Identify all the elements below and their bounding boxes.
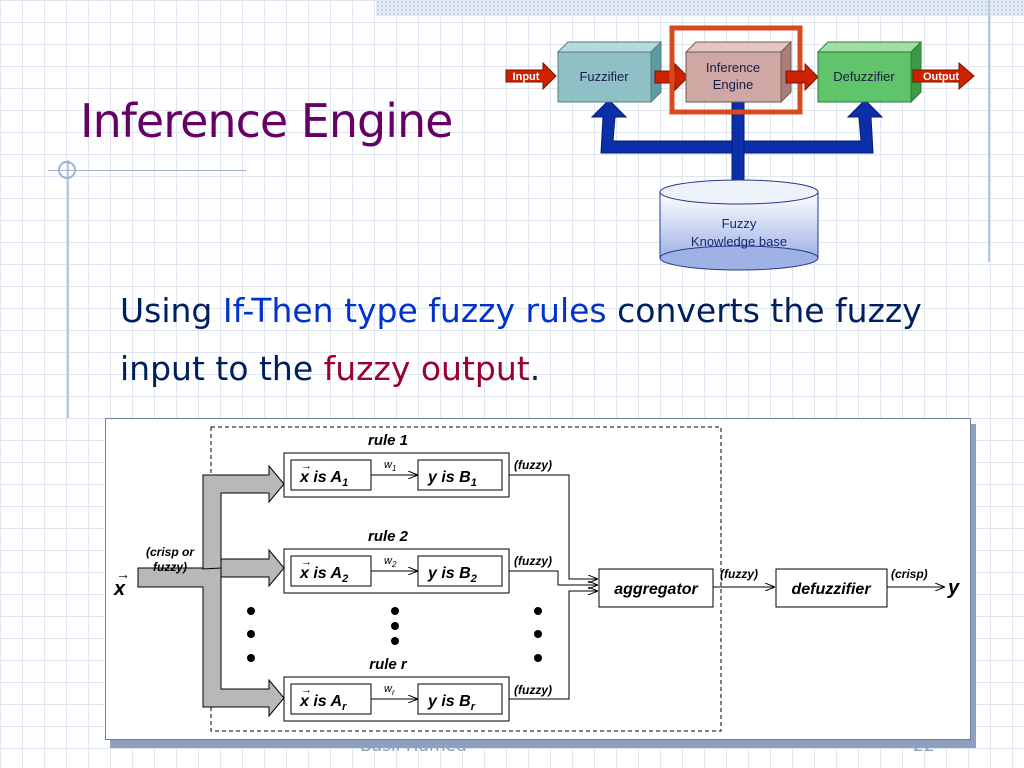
input-x-arrow: → [116, 566, 130, 582]
rule-1-conclusion-box [417, 459, 503, 491]
arrow-inference-to-defuzzifier [785, 62, 819, 92]
input-x-label: x [113, 578, 126, 600]
crisp-or-fuzzy-line2: fuzzy) [153, 560, 187, 574]
rule-1-premise: x is A1 [299, 469, 348, 489]
output-y-label: y [947, 577, 960, 599]
rule-r-conclusion-box [417, 683, 503, 715]
output-arrow: Output [912, 61, 975, 91]
bullet-text-part5: . [529, 349, 541, 388]
rule-r: rule r → x is Ar wr y is Br (fuzzy) [283, 656, 552, 722]
output-label: Output [923, 71, 959, 83]
aggregator-label: aggregator [614, 581, 698, 598]
rule-2-title: rule 2 [368, 528, 409, 545]
rule-defuzzifier-label: defuzzifier [791, 581, 871, 598]
slide-title: Inference Engine [80, 94, 453, 148]
title-circle-ornament [58, 161, 76, 179]
rule-r-title: rule r [369, 656, 408, 673]
rule-2-conclusion-box [417, 555, 503, 587]
rule-1-weight: w1 [384, 459, 396, 473]
bullet-text-part3: converts the fuzzy input to the [120, 291, 922, 388]
crisp-or-fuzzy-line1: (crisp or [146, 545, 195, 559]
rule-1-premise-box [290, 459, 372, 491]
rule-2-premise: x is A2 [299, 565, 348, 585]
inference-label-line1: Inference [706, 60, 760, 75]
knowledge-base-cylinder: Fuzzy Knowledge base [659, 179, 819, 271]
rule-r-weight: wr [384, 683, 395, 697]
rule-r-premise-box [290, 683, 372, 715]
right-decorative-rule [988, 0, 990, 262]
aggregator-out-label: (fuzzy) [720, 567, 758, 581]
aggregator-box [598, 568, 714, 608]
top-decorative-band [376, 0, 1024, 16]
rule-r-conclusion: y is Br [427, 693, 476, 713]
bullet-text-rules-highlight: If-Then type fuzzy rules [222, 291, 607, 330]
rule-1-premise-x-arrow: → [301, 460, 312, 472]
rule-inference-diagram: → x (crisp or fuzzy) rule 1 → x is A1 w1… [113, 426, 960, 732]
rule-defuzzifier-box [775, 568, 888, 608]
defuzzifier-block: Defuzzifier [816, 40, 923, 104]
bullet-text-part1: Using [120, 291, 223, 330]
rule-r-out-label: (fuzzy) [514, 683, 552, 697]
rule-r-premise: x is Ar [299, 693, 347, 713]
rule-2-conclusion: y is B2 [427, 565, 477, 585]
kb-label-line2: Knowledge base [691, 234, 787, 249]
inference-engine-block: Inference Engine [669, 25, 803, 115]
rule-figure-frame: → x (crisp or fuzzy) rule 1 → x is A1 w1… [105, 418, 971, 740]
fuzzifier-block: Fuzzifier [556, 40, 663, 104]
rule-1-conclusion: y is B1 [427, 469, 477, 489]
ellipsis-dots [247, 607, 542, 662]
left-decorative-rule [67, 160, 69, 418]
inference-highlight-border [669, 25, 803, 115]
rule-2: rule 2 → x is A2 w2 y is B2 (fuzzy) [283, 528, 552, 594]
title-underline-rule [48, 170, 246, 171]
rule-1-title: rule 1 [368, 432, 408, 449]
bullet-text-output-highlight: fuzzy output [323, 349, 530, 388]
crisp-out-label: (crisp) [891, 567, 928, 581]
bullet-text: Using If-Then type fuzzy rules converts … [120, 282, 980, 398]
rule-2-premise-x-arrow: → [301, 556, 312, 568]
fuzzy-system-diagram: Fuzzy Knowledge base Input Fuzzifier Inf… [505, 25, 975, 271]
inference-label-line2: Engine [713, 77, 753, 92]
rule-1-out-label: (fuzzy) [514, 458, 552, 472]
rule-2-out-label: (fuzzy) [514, 554, 552, 568]
kb-label-line1: Fuzzy [722, 216, 757, 231]
input-fanout-arrow [137, 464, 285, 718]
input-arrow: Input [505, 61, 557, 91]
rule-2-premise-box [290, 555, 372, 587]
rule-base-dashed-box [210, 426, 722, 732]
rule-output-lines [509, 474, 597, 700]
input-label: Input [513, 71, 540, 83]
defuzzifier-label: Defuzzifier [833, 69, 895, 84]
rule-1: rule 1 → x is A1 w1 y is B1 (fuzzy) [283, 432, 552, 498]
rule-r-premise-x-arrow: → [301, 684, 312, 696]
rule-2-weight: w2 [384, 555, 397, 569]
fuzzifier-label: Fuzzifier [579, 69, 629, 84]
